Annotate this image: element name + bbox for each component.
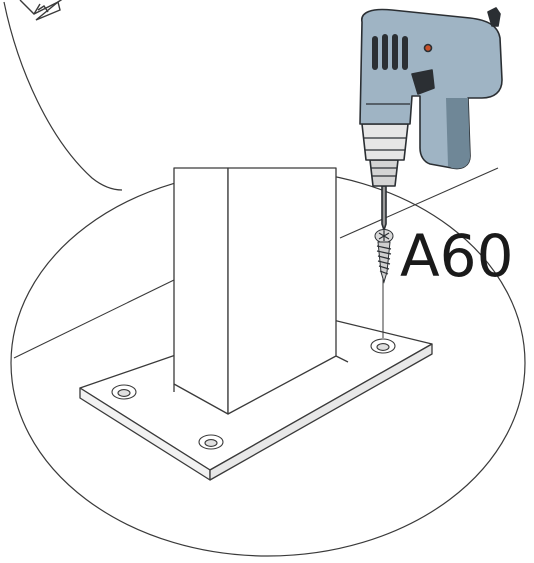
hole-front — [198, 434, 224, 450]
hole-right — [370, 338, 396, 354]
power-drill-icon — [359, 7, 503, 231]
floor-edge — [13, 167, 499, 359]
product-box-corner — [19, 0, 63, 21]
drill-vents — [372, 34, 408, 70]
table-leg — [173, 167, 349, 415]
hole-left — [111, 384, 137, 400]
part-label: A60 — [400, 222, 514, 290]
wood-screw-icon — [374, 229, 394, 284]
plate-holes — [111, 338, 396, 450]
leader-line — [3, 1, 123, 191]
